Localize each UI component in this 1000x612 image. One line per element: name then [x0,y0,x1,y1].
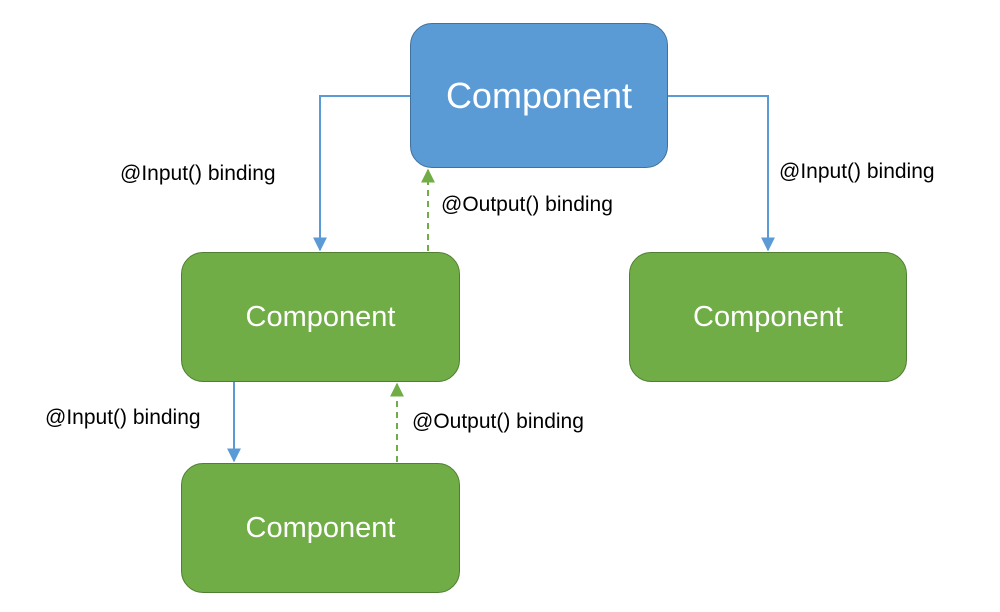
input-binding-label-root-left: @Input() binding [120,162,276,185]
grandchild-component-label: Component [245,511,396,544]
output-binding-label-grandchild-left: @Output() binding [412,410,584,433]
input-arrow-root-to-right [668,95,775,252]
left-child-component-node: Component [181,252,460,382]
left-child-component-label: Component [245,300,396,333]
output-binding-label-left-root: @Output() binding [441,193,613,216]
right-child-component-node: Component [629,252,907,382]
input-binding-label-left-grandchild: @Input() binding [45,406,201,429]
root-component-node: Component [410,23,668,168]
root-component-label: Component [445,74,633,116]
grandchild-component-node: Component [181,463,460,593]
input-binding-label-root-right: @Input() binding [779,160,935,183]
right-child-component-label: Component [693,300,843,333]
input-arrow-root-to-left [313,95,410,252]
